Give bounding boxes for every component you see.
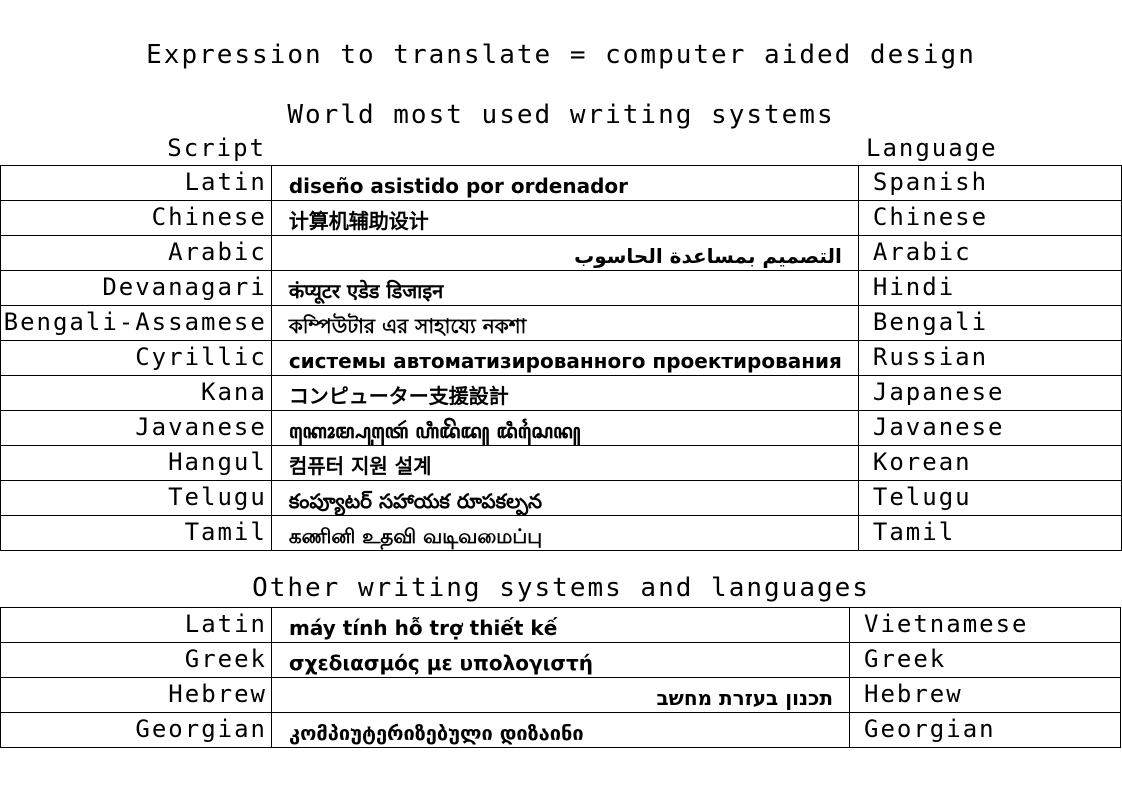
script-cell: Latin (0, 607, 272, 643)
language-cell: Arabic (857, 235, 1122, 271)
translation-cell: कंप्यूटर एडेड डिजाइन (270, 270, 859, 306)
language-cell: Georgian (849, 712, 1121, 748)
script-cell: Javanese (0, 410, 272, 446)
script-cell: Arabic (0, 235, 272, 271)
translation-cell: σχεδιασμός με υπολογιστή (271, 642, 850, 678)
translation-cell: কম্পিউটার এর সাহায্যে নকশা (270, 305, 859, 341)
translation-cell: コンピューター支援設計 (270, 375, 859, 411)
language-cell: Tamil (857, 515, 1122, 551)
other-section-title: Other writing systems and languages (252, 573, 870, 603)
language-cell: Greek (849, 642, 1121, 678)
script-cell: Hangul (0, 445, 272, 481)
language-cell: Javanese (857, 410, 1122, 446)
script-cell: Cyrillic (0, 340, 272, 376)
language-cell: Russian (857, 340, 1122, 376)
language-cell: Hindi (857, 270, 1122, 306)
translation-cell: diseño asistido por ordenador (270, 165, 859, 201)
translation-cell: תכנון בעזרת מחשב (271, 677, 850, 713)
script-cell: Kana (0, 375, 272, 411)
language-column-header: Language (866, 134, 998, 162)
translation-cell: системы автоматизированного проектирован… (270, 340, 859, 376)
translation-cell: கணினி உதவி வடிவமைப்பு (270, 515, 859, 551)
translation-cell: التصميم بمساعدة الحاسوب (270, 235, 859, 271)
script-cell: Bengali-Assamese (0, 305, 272, 341)
script-cell: Telugu (0, 480, 272, 516)
script-cell: Devanagari (0, 270, 272, 306)
main-section-title: World most used writing systems (287, 100, 835, 130)
script-cell: Latin (0, 165, 272, 201)
language-cell: Japanese (857, 375, 1122, 411)
script-cell: Tamil (0, 515, 272, 551)
translation-cell: კომპიუტერიზებული დიზაინი (271, 712, 850, 748)
language-cell: Vietnamese (849, 607, 1121, 643)
expression-title: Expression to translate = computer aided… (146, 40, 976, 70)
translation-cell: 컴퓨터 지원 설계 (270, 445, 859, 481)
translation-cell: máy tính hỗ trợ thiết kế (271, 607, 850, 643)
script-cell: Greek (0, 642, 272, 678)
script-cell: Hebrew (0, 677, 272, 713)
translation-cell: ꦏꦺꦴꦩ꧀ꦥꦸꦠꦺꦂ ꦲꦶꦢꦼꦢ꧀ ꦢꦶꦱꦻꦤ꧀ (270, 410, 859, 446)
language-cell: Spanish (857, 165, 1122, 201)
script-cell: Georgian (0, 712, 272, 748)
language-cell: Bengali (857, 305, 1122, 341)
language-cell: Hebrew (849, 677, 1121, 713)
script-cell: Chinese (0, 200, 272, 236)
language-cell: Korean (857, 445, 1122, 481)
translation-cell: 计算机辅助设计 (270, 200, 859, 236)
translation-cell: కంప్యూటర్ సహాయక రూపకల్పన (270, 480, 859, 516)
language-cell: Telugu (857, 480, 1122, 516)
script-column-header: Script (167, 134, 266, 162)
language-cell: Chinese (857, 200, 1122, 236)
